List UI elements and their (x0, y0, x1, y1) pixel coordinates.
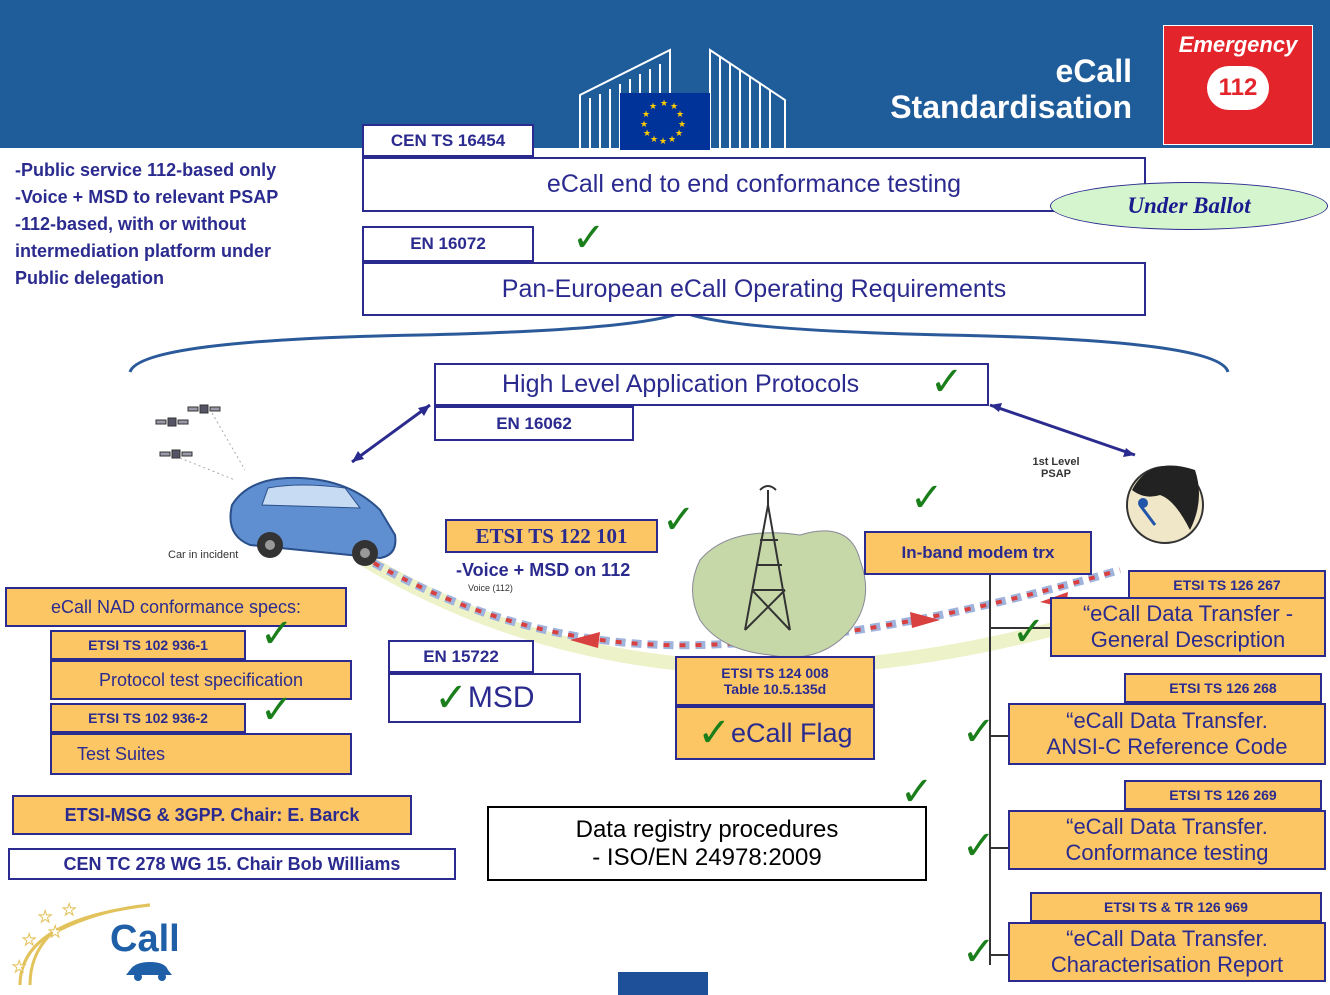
voice-112-label: Voice (112) (468, 583, 513, 593)
etsi-124-008-label: ETSI TS 124 008 Table 10.5.135d (675, 656, 875, 706)
cen-ts-16454-label: CEN TS 16454 (362, 124, 534, 157)
svg-text:★: ★ (659, 137, 667, 147)
check-icon: ✓ (662, 497, 696, 543)
operating-requirements-box: Pan-European eCall Operating Requirement… (362, 262, 1146, 316)
ecall-flag-label: eCall Flag (730, 717, 853, 748)
etsi-126-969-label: ETSI TS & TR 126 969 (1030, 892, 1322, 922)
check-icon: ✓ (962, 709, 996, 755)
en-15722-label: EN 15722 (388, 640, 534, 673)
voice-msd-label: -Voice + MSD on 112 (456, 560, 631, 580)
emergency-number: 112 (1207, 66, 1269, 110)
car-icon (229, 476, 397, 566)
psap-operator-icon (1126, 465, 1204, 544)
check-icon: ✓ (572, 215, 606, 261)
dt-ansi-box: “eCall Data Transfer. ANSI-C Reference C… (1008, 703, 1326, 765)
note-4: intermediation platform under (15, 241, 272, 261)
en-16072-label: EN 16072 (362, 226, 534, 262)
etsi-126-267-label: ETSI TS 126 267 (1128, 570, 1326, 600)
dt-conf-line-2: Conformance testing (1065, 840, 1269, 865)
registry-line-2: - ISO/EN 24978:2009 (592, 843, 822, 871)
dt-conformance-box: “eCall Data Transfer. Conformance testin… (1008, 810, 1326, 870)
dt-char-line-1: “eCall Data Transfer. (1066, 926, 1268, 951)
psap-label-line-1: 1st Level (1032, 456, 1080, 468)
check-icon: ✓ (962, 823, 996, 869)
title-line-2: Standardisation (890, 89, 1132, 125)
note-1: -Public service 112-based only (15, 160, 277, 180)
svg-text:★: ★ (678, 120, 686, 130)
svg-text:★: ★ (676, 110, 684, 120)
ecall-logo-text: Call (110, 918, 180, 960)
note-5: Public delegation (15, 268, 165, 288)
data-registry-box: Data registry procedures - ISO/EN 24978:… (487, 806, 927, 881)
etsi-102-936-2-label: ETSI TS 102 936-2 (50, 703, 246, 733)
svg-text:★: ★ (668, 135, 676, 145)
svg-text:★: ★ (642, 110, 650, 120)
check-icon: ✓ (260, 611, 294, 657)
etsi-124-008-line-1: ETSI TS 124 008 (721, 665, 829, 681)
high-level-protocols-box: High Level Application Protocols (434, 363, 989, 406)
en-16062-label: EN 16062 (434, 406, 634, 441)
svg-text:★: ★ (38, 907, 52, 926)
check-icon: ✓ (697, 710, 731, 756)
svg-text:★: ★ (650, 135, 658, 145)
check-icon: ✓ (434, 675, 468, 721)
svg-text:★: ★ (675, 129, 683, 139)
dt-general-box: “eCall Data Transfer - General Descripti… (1050, 597, 1326, 657)
car-label: Car in incident (168, 549, 239, 561)
scope-notes: -Public service 112-based only -Voice + … (15, 157, 360, 292)
note-2: -Voice + MSD to relevant PSAP (15, 187, 279, 207)
in-band-modem-box: In-band modem trx (864, 531, 1092, 575)
satellite-icon (155, 404, 221, 459)
test-suites-box: Test Suites (50, 733, 352, 775)
dt-conf-line-1: “eCall Data Transfer. (1066, 814, 1268, 839)
etsi-126-268-label: ETSI TS 126 268 (1124, 673, 1322, 703)
registry-line-1: Data registry procedures (575, 815, 839, 843)
check-icon: ✓ (900, 769, 934, 815)
svg-text:★: ★ (670, 102, 678, 112)
svg-text:★: ★ (660, 99, 668, 109)
title-line-1: eCall (1055, 53, 1132, 89)
dt-ansi-line-1: “eCall Data Transfer. (1066, 708, 1268, 733)
check-icon: ✓ (260, 687, 294, 733)
dt-general-line-2: General Description (1090, 627, 1286, 652)
check-icon: ✓ (962, 929, 996, 975)
msd-label: MSD (467, 681, 535, 714)
end-to-end-testing-box: eCall end to end conformance testing (362, 157, 1146, 212)
cen-tc-chair-box: CEN TC 278 WG 15. Chair Bob Williams (8, 848, 456, 880)
etsi-124-008-line-2: Table 10.5.135d (723, 681, 827, 697)
check-icon: ✓ (910, 475, 944, 521)
under-ballot-badge: Under Ballot (1050, 182, 1328, 230)
svg-text:★: ★ (643, 129, 651, 139)
note-3: -112-based, with or without (15, 214, 247, 234)
svg-text:★: ★ (62, 900, 76, 919)
eu-commission-logo: ★★★★ ★★★★ ★★★★ (579, 48, 786, 150)
emergency-112-logo: Emergency 112 (1163, 25, 1313, 145)
etsi-ts-122-101-label: ETSI TS 122 101 (445, 519, 658, 553)
protocol-test-box: Protocol test specification (50, 660, 352, 700)
svg-text:★: ★ (649, 102, 657, 112)
dt-ansi-line-2: ANSI-C Reference Code (1046, 734, 1288, 759)
dt-char-line-2: Characterisation Report (1050, 952, 1284, 977)
ecall-flag-box: ✓ eCall Flag (675, 706, 875, 760)
check-icon: ✓ (930, 359, 964, 405)
etsi-126-269-label: ETSI TS 126 269 (1124, 780, 1322, 810)
etsi-102-936-1-label: ETSI TS 102 936-1 (50, 630, 246, 660)
svg-text:★: ★ (12, 957, 26, 976)
emergency-label: Emergency (1178, 32, 1298, 57)
psap-label-line-2: PSAP (1041, 468, 1071, 480)
radio-tower-icon (744, 485, 791, 631)
msd-box: ✓ MSD (388, 673, 581, 723)
svg-text:★: ★ (22, 930, 36, 949)
dt-general-line-1: “eCall Data Transfer - (1082, 601, 1294, 626)
nad-conformance-box: eCall NAD conformance specs: (5, 587, 347, 627)
svg-text:★: ★ (48, 922, 62, 941)
etsi-msg-chair-box: ETSI-MSG & 3GPP. Chair: E. Barck (12, 795, 412, 835)
psap-label: 1st Level PSAP (1030, 456, 1082, 480)
check-icon: ✓ (1012, 609, 1046, 655)
dt-characterisation-box: “eCall Data Transfer. Characterisation R… (1008, 922, 1326, 982)
svg-text:★: ★ (640, 120, 648, 130)
